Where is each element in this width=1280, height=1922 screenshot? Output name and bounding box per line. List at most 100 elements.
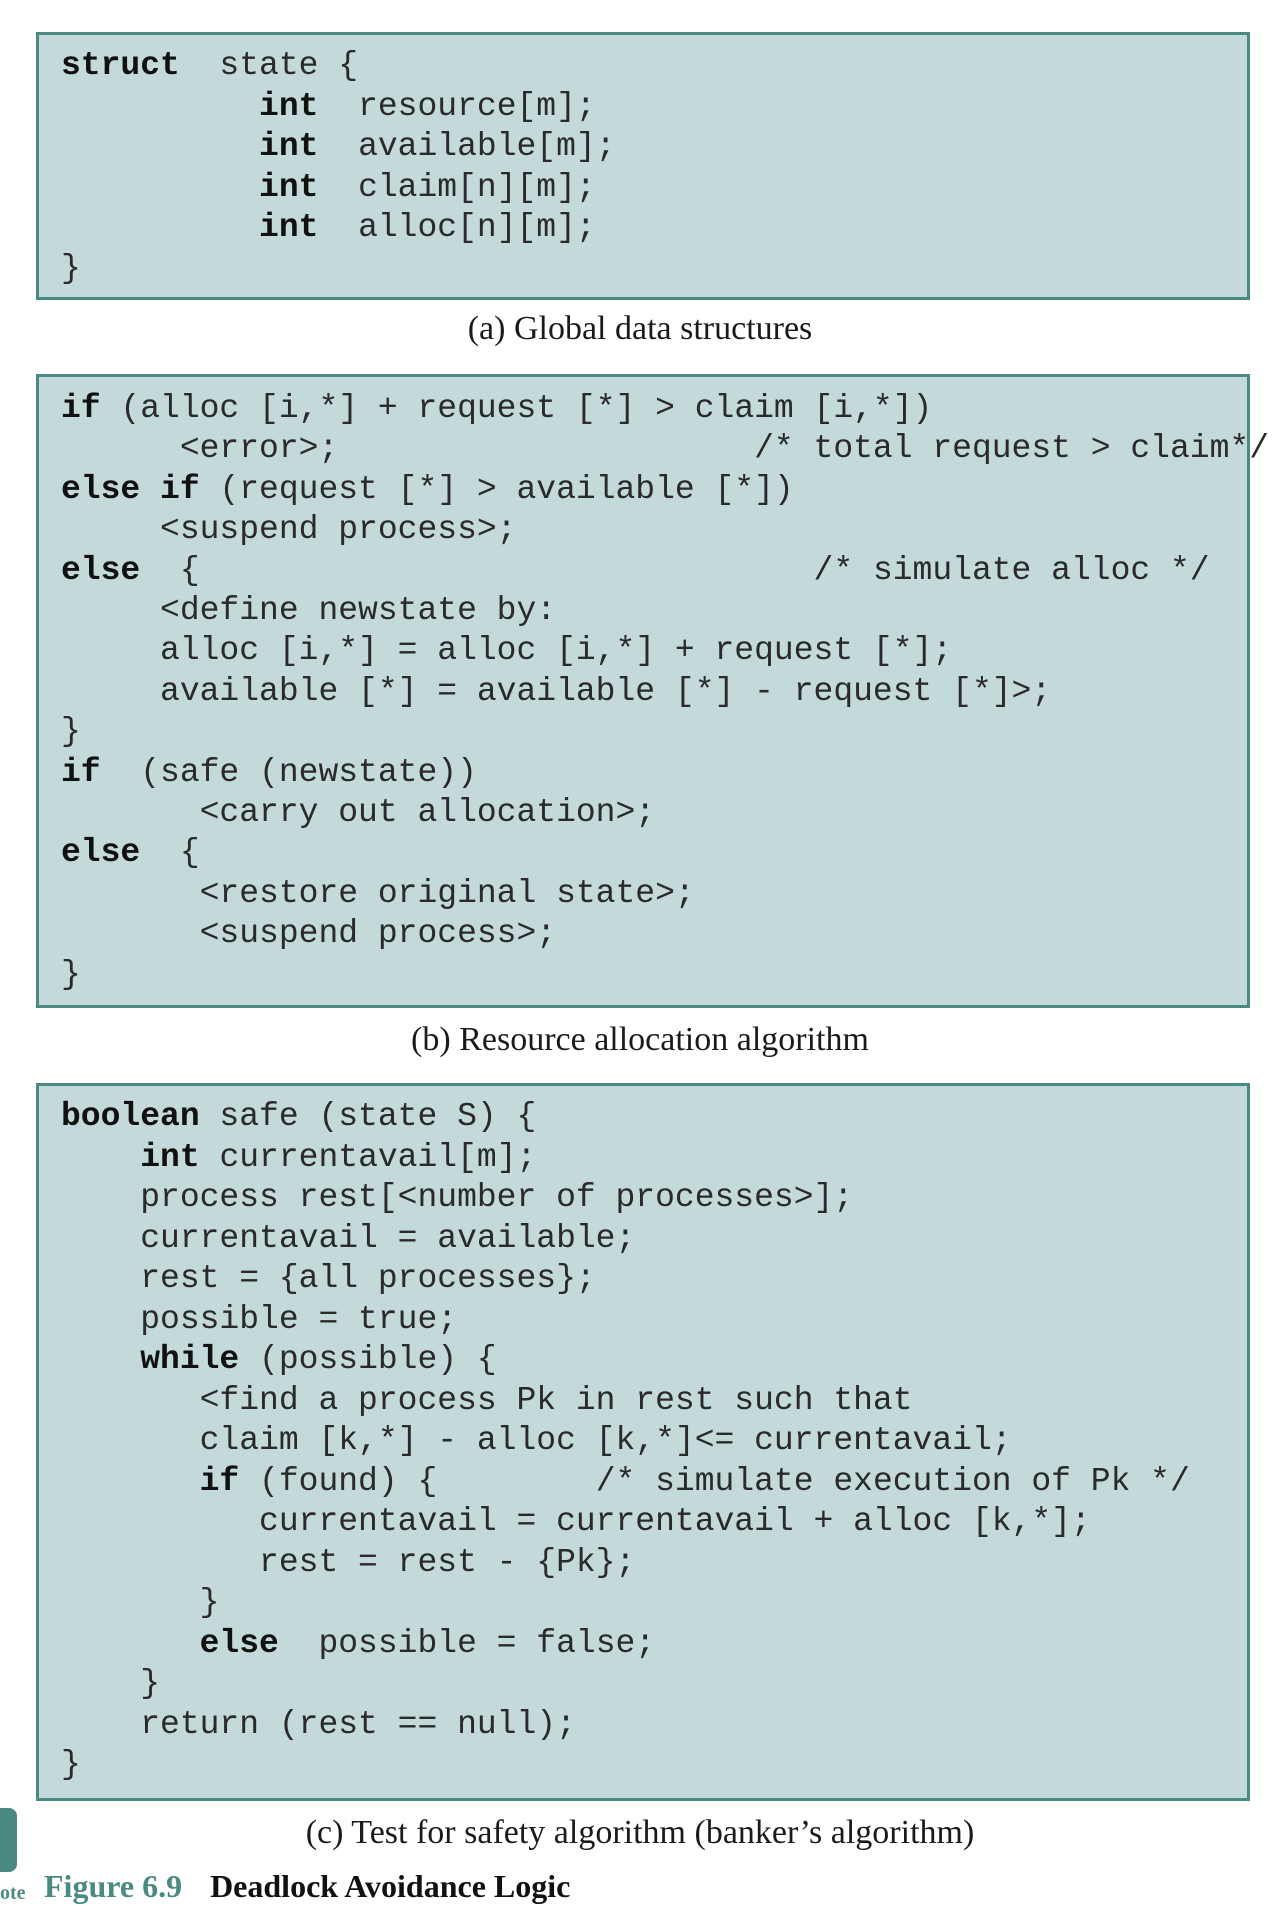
figure-title: Deadlock Avoidance Logic — [210, 1868, 571, 1904]
code-line: currentavail = available; — [61, 1219, 1190, 1260]
code-line: <restore original state>; — [61, 874, 1269, 914]
code-keyword: int — [259, 209, 319, 246]
code-keyword: else if — [61, 470, 200, 508]
code-keyword: int — [259, 168, 319, 206]
code-text: } — [61, 249, 81, 287]
code-block: struct state { int resource[m]; int avai… — [61, 46, 616, 289]
code-text: <carry out allocation>; — [61, 794, 656, 832]
code-line: <suspend process>; — [61, 914, 1269, 954]
code-text: rest = rest - {Pk}; — [61, 1543, 636, 1581]
code-text: claim [k,*] - alloc [k,*]<= currentavail… — [61, 1422, 1012, 1459]
code-text: safe (state S) { — [199, 1098, 537, 1135]
code-keyword: int — [140, 1138, 200, 1176]
code-keyword: while — [140, 1341, 240, 1378]
code-line: struct state { — [61, 46, 616, 87]
code-line: if (found) { /* simulate execution of Pk… — [61, 1462, 1190, 1503]
code-keyword: boolean — [61, 1098, 200, 1135]
figure-number: Figure 6.9 — [44, 1868, 183, 1904]
code-line: } — [61, 712, 1269, 752]
code-text: <find a process Pk in rest such that — [61, 1381, 913, 1419]
code-text: <suspend process>; — [61, 511, 517, 549]
code-text: <suspend process>; — [61, 915, 557, 953]
code-text: alloc[n][m]; — [318, 209, 596, 246]
panel-a-caption: (a) Global data structures — [467, 310, 813, 347]
code-line: } — [61, 1745, 1190, 1786]
code-keyword: if — [61, 390, 101, 427]
code-line: currentavail = currentavail + alloc [k,*… — [61, 1502, 1190, 1543]
code-line: } — [61, 249, 616, 290]
code-text — [61, 209, 259, 246]
code-text — [61, 128, 259, 165]
code-line: int currentavail[m]; — [61, 1138, 1190, 1179]
code-line: else { /* simulate alloc */ — [61, 551, 1269, 591]
code-text: process rest[<number of processes>]; — [61, 1179, 854, 1216]
code-text: possible = false; — [278, 1624, 656, 1662]
code-text: } — [61, 955, 81, 993]
code-text: (request [*] > available [*]) — [199, 470, 794, 508]
code-line: int resource[m]; — [61, 87, 616, 128]
code-line: if (alloc [i,*] + request [*] > claim [i… — [61, 389, 1269, 429]
code-text: return (rest == null); — [61, 1705, 576, 1743]
code-line: rest = rest - {Pk}; — [61, 1543, 1190, 1584]
code-block: boolean safe (state S) { int currentavai… — [61, 1097, 1190, 1786]
code-text: <restore original state>; — [61, 874, 695, 912]
code-text — [61, 1341, 140, 1378]
code-text: available [*] = available [*] - request … — [61, 672, 1052, 710]
code-text: currentavail = available; — [61, 1219, 636, 1257]
code-keyword: else — [199, 1624, 279, 1662]
code-text: { — [140, 834, 200, 872]
code-text: available[m]; — [318, 128, 616, 165]
code-text: (possible) { — [239, 1341, 497, 1378]
code-text — [61, 1139, 140, 1176]
code-text: (alloc [i,*] + request [*] > claim [i,*]… — [100, 390, 933, 427]
code-line: return (rest == null); — [61, 1705, 1190, 1746]
side-tab-text: ote — [0, 1882, 26, 1904]
code-line: } — [61, 1583, 1190, 1624]
code-line: if (safe (newstate)) — [61, 753, 1269, 793]
code-line: else { — [61, 833, 1269, 873]
code-line: } — [61, 955, 1269, 995]
code-keyword: else — [61, 551, 141, 589]
code-text: resource[m]; — [318, 87, 596, 125]
code-text — [61, 169, 259, 206]
code-text: rest = {all processes}; — [61, 1260, 596, 1297]
code-text: claim[n][m]; — [318, 168, 596, 206]
code-line: int alloc[n][m]; — [61, 208, 616, 249]
code-panel-global-data-structures: struct state { int resource[m]; int avai… — [36, 32, 1250, 300]
code-text: } — [61, 1746, 81, 1783]
code-text: <error>; /* total request > claim*/ — [61, 430, 1269, 468]
code-text: currentavail = currentavail + alloc [k,*… — [61, 1503, 1091, 1540]
code-line: <find a process Pk in rest such that — [61, 1381, 1190, 1422]
code-keyword: struct — [61, 47, 180, 84]
code-line: claim [k,*] - alloc [k,*]<= currentavail… — [61, 1421, 1190, 1462]
code-line: <carry out allocation>; — [61, 793, 1269, 833]
code-text: } — [61, 1584, 220, 1621]
code-text: alloc [i,*] = alloc [i,*] + request [*]; — [61, 632, 953, 670]
code-text: state { — [179, 47, 359, 84]
code-keyword: if — [199, 1462, 240, 1500]
code-keyword: if — [61, 753, 101, 791]
code-line: int claim[n][m]; — [61, 168, 616, 209]
code-line: alloc [i,*] = alloc [i,*] + request [*]; — [61, 631, 1269, 671]
code-line: <suspend process>; — [61, 510, 1269, 550]
code-line: int available[m]; — [61, 127, 616, 168]
code-line: <define newstate by: — [61, 591, 1269, 631]
code-line: possible = true; — [61, 1300, 1190, 1341]
code-text: <define newstate by: — [61, 592, 557, 630]
code-line: else possible = false; — [61, 1624, 1190, 1665]
code-line: boolean safe (state S) { — [61, 1097, 1190, 1138]
code-text: (safe (newstate)) — [100, 753, 477, 791]
code-text — [61, 1625, 200, 1662]
figure-caption: Figure 6.9 Deadlock Avoidance Logic — [44, 1868, 570, 1905]
code-line: available [*] = available [*] - request … — [61, 672, 1269, 712]
code-text — [61, 1463, 200, 1500]
panel-c-caption: (c) Test for safety algorithm (banker’s … — [305, 1814, 975, 1851]
code-line: process rest[<number of processes>]; — [61, 1178, 1190, 1219]
code-line: rest = {all processes}; — [61, 1259, 1190, 1300]
code-line: } — [61, 1664, 1190, 1705]
code-line: else if (request [*] > available [*]) — [61, 470, 1269, 510]
side-tab-marker — [0, 1808, 17, 1872]
code-block: if (alloc [i,*] + request [*] > claim [i… — [61, 389, 1269, 995]
code-text: } — [61, 1665, 161, 1702]
code-panel-resource-allocation: if (alloc [i,*] + request [*] > claim [i… — [36, 374, 1269, 1008]
